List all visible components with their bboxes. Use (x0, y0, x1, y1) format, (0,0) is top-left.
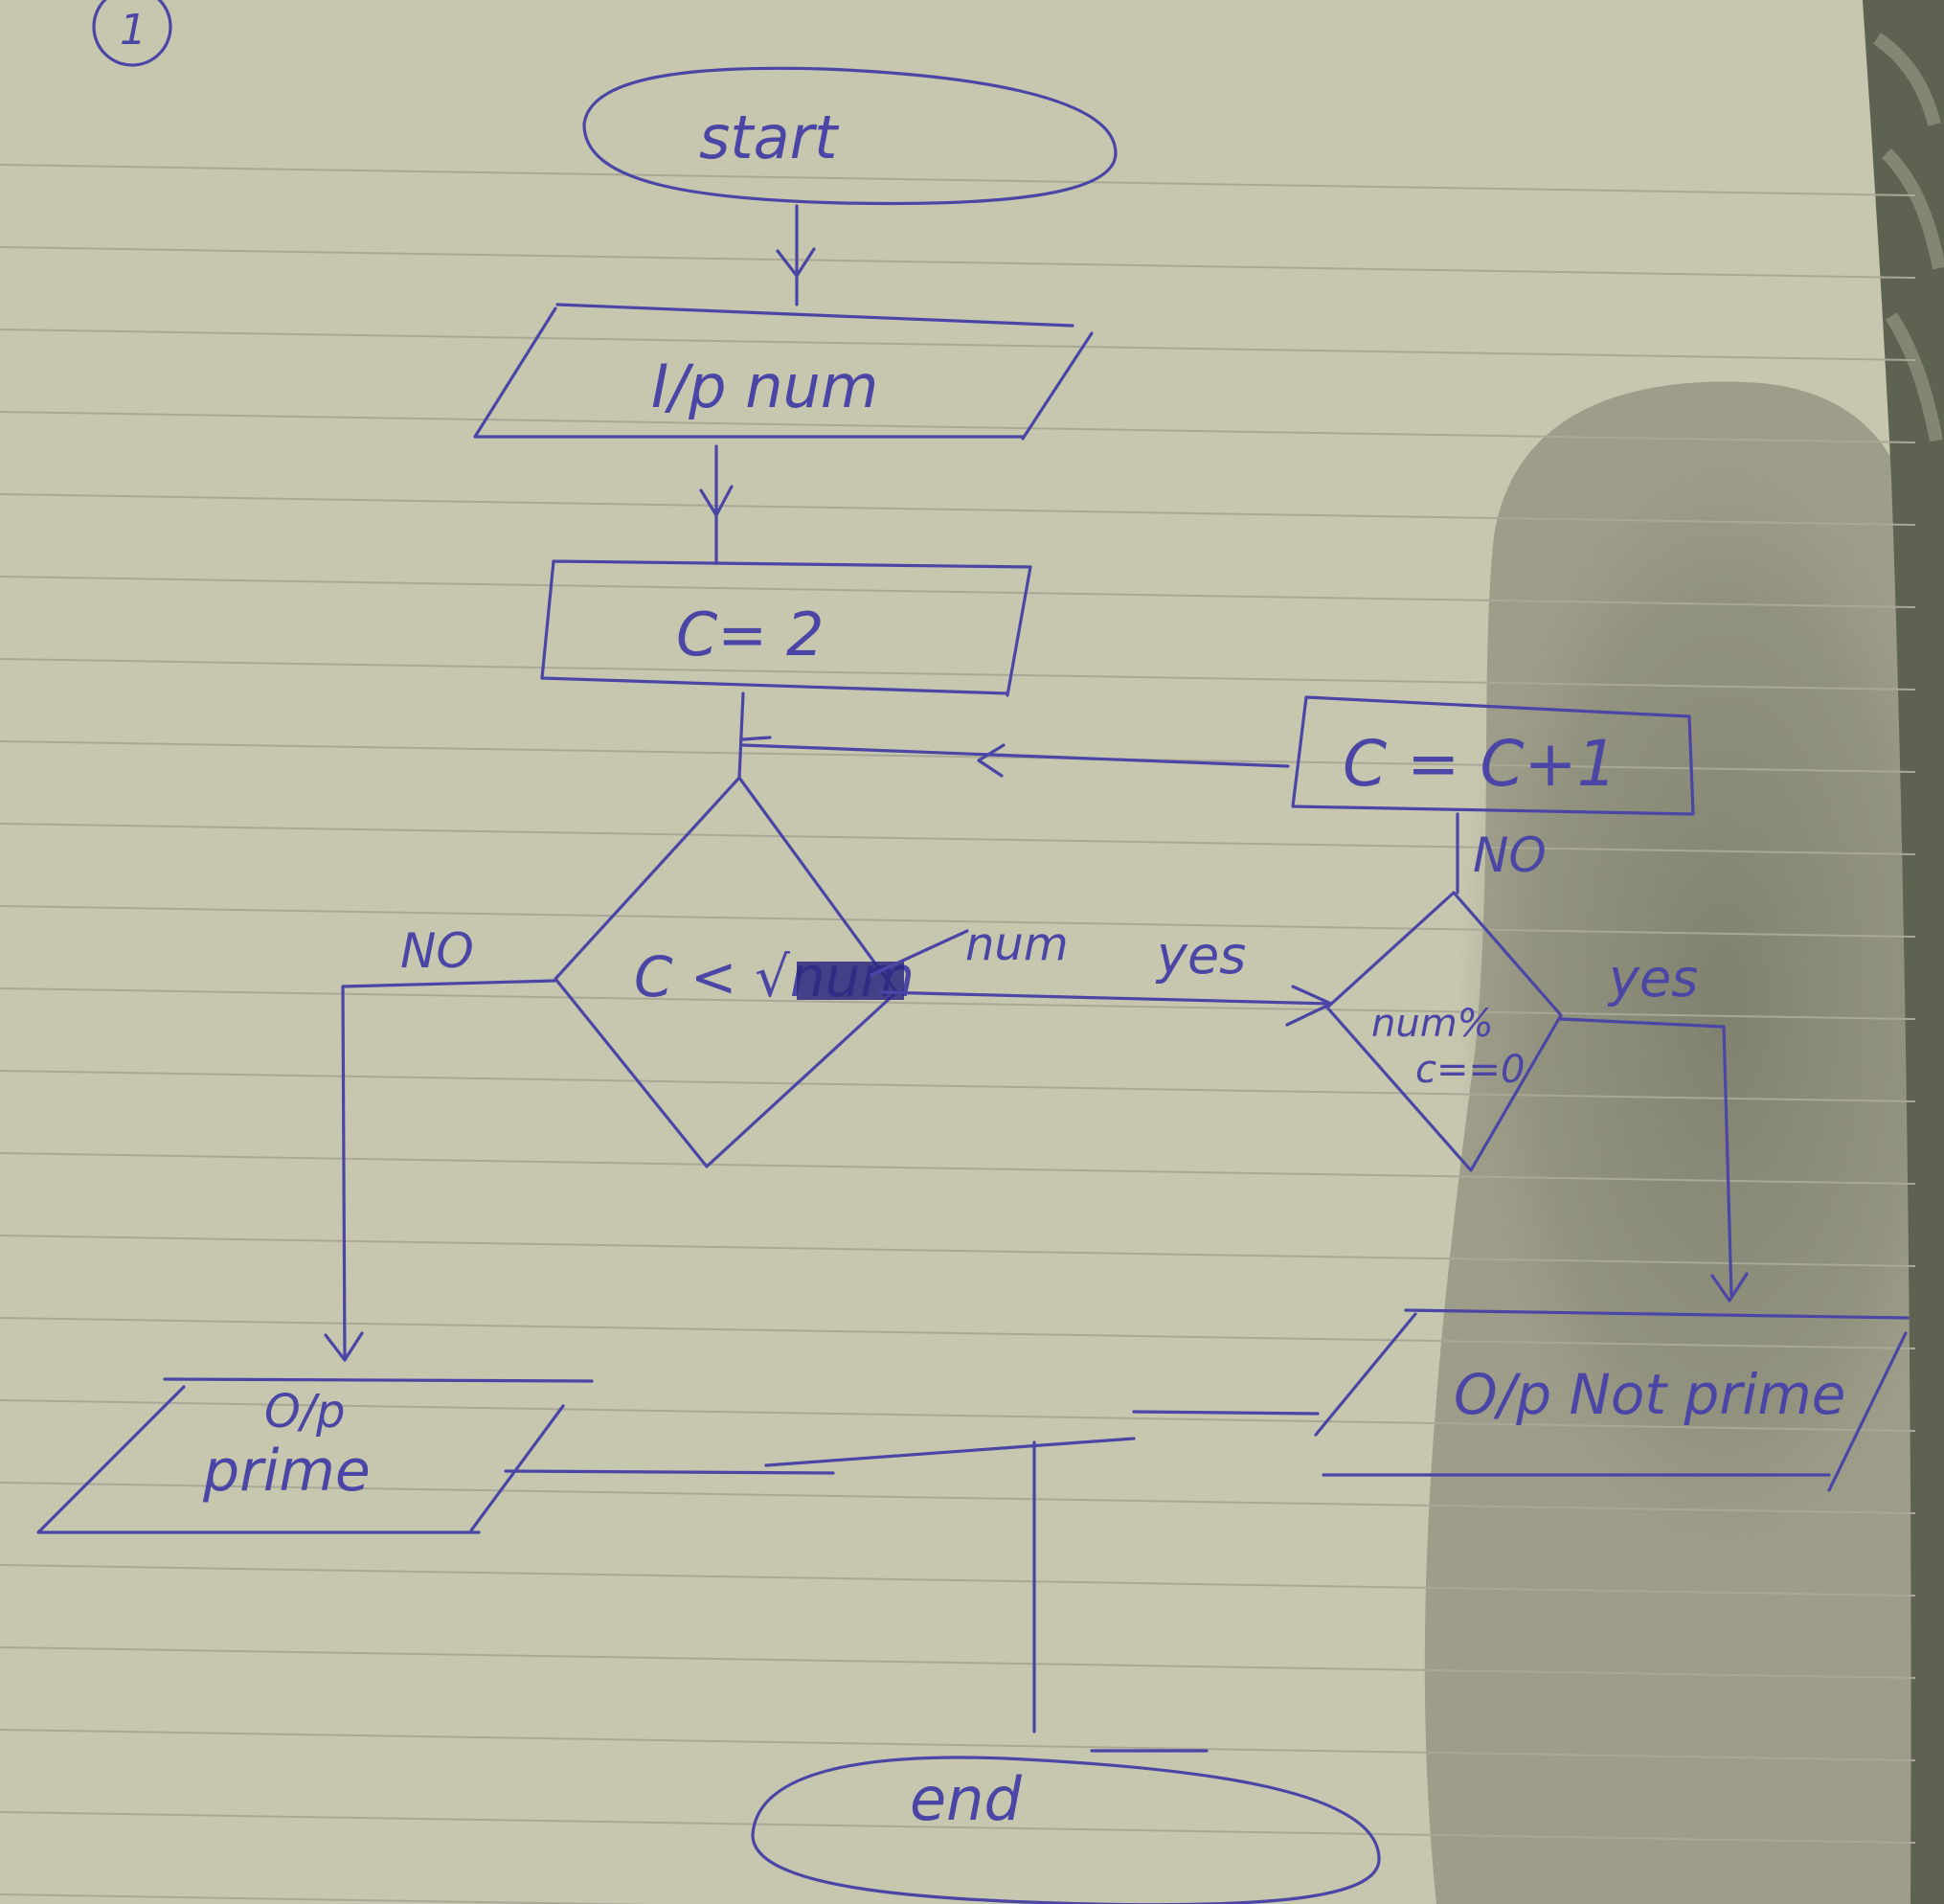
num-annotation-arrow (870, 929, 969, 977)
edge-outputs-merge (504, 1410, 1320, 1475)
output-prime-line1: O/p (264, 1385, 345, 1439)
edge-sqrt-yes (879, 990, 1333, 1006)
edge-sqrt-no-label: NO (400, 923, 474, 979)
edge-mod-yes (1559, 1017, 1733, 1297)
input-label: I/p num (651, 351, 878, 421)
hand-shadow-core (1456, 412, 1944, 1599)
output-prime-line2: prime (202, 1438, 371, 1505)
init-process: C= 2 (540, 559, 1032, 697)
start-terminal: start (582, 66, 1118, 206)
output-prime: O/p prime (36, 1377, 594, 1534)
edge-start-to-input-arrowhead (776, 247, 816, 278)
edge-init-to-decision (737, 691, 745, 780)
edge-mod-no-label: NO (1473, 827, 1547, 883)
edge-mod-yes-arrowhead (1710, 1272, 1749, 1303)
output-not-prime: O/p Not prime (1314, 1308, 1910, 1492)
decision-mod-line2: c==0 (1415, 1048, 1525, 1092)
input-parallelogram: I/p num (473, 303, 1094, 441)
decision-mod-line1: num% (1371, 1002, 1494, 1046)
increment-process: C = C+1 (1291, 695, 1695, 816)
end-terminal: end (751, 1749, 1381, 1904)
init-label: C= 2 (676, 600, 824, 669)
edge-sqrt-no (341, 979, 557, 1362)
page-number-circle (92, 0, 172, 67)
ruled-line (0, 1893, 557, 1904)
edge-sqrt-no-arrowhead (324, 1331, 364, 1362)
edge-loop-return (741, 736, 1290, 768)
fabric-pattern (1873, 33, 1944, 442)
start-label: start (699, 102, 840, 172)
edge-sqrt-yes-label: yes (1155, 925, 1246, 986)
edge-mod-yes-label: yes (1607, 948, 1698, 1009)
num-annotation: num (965, 918, 1069, 971)
decision-mod: num% c==0 (1325, 891, 1563, 1172)
end-label: end (910, 1764, 1022, 1834)
page-number-text: 1 (120, 6, 147, 55)
fabric-edge (1863, 0, 1944, 1904)
edge-input-to-init-arrowhead (699, 485, 734, 517)
edge-loop-return-arrowhead (977, 743, 1006, 778)
output-not-prime-label: O/p Not prime (1454, 1362, 1845, 1427)
decision-sqrt: C < √num (554, 776, 915, 1168)
page-number: 1 (92, 0, 172, 67)
increment-label: C = C+1 (1343, 727, 1617, 801)
